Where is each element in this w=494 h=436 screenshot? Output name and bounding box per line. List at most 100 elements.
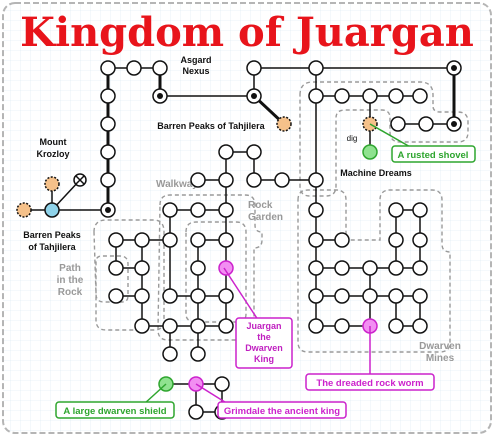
map-title: Kingdom of Juargan [20,9,474,56]
rooms [16,60,462,420]
asgard-nexus-label-2: Nexus [182,66,209,76]
room[interactable] [308,318,324,334]
grimdale-box[interactable] [217,401,347,419]
room[interactable] [308,232,324,248]
room[interactable] [334,260,350,276]
walkway-label: Walkway [156,179,198,190]
room[interactable] [134,288,150,304]
room[interactable] [362,288,378,304]
room[interactable] [190,288,206,304]
rock-garden-label-1: Rock [248,200,273,211]
grimdale-callout [195,383,229,405]
room[interactable] [308,60,324,76]
item-room[interactable] [362,144,378,160]
room[interactable] [108,288,124,304]
room[interactable] [246,60,262,76]
room[interactable] [100,144,116,160]
room[interactable] [308,88,324,104]
room-marker [251,93,257,99]
room[interactable] [190,346,206,362]
room[interactable] [362,88,378,104]
room[interactable] [418,116,434,132]
room[interactable] [190,232,206,248]
room[interactable] [388,232,404,248]
room[interactable] [162,202,178,218]
room[interactable] [388,260,404,276]
room[interactable] [100,172,116,188]
room-marker [451,65,457,71]
blocked-room[interactable] [73,173,87,187]
room[interactable] [412,318,428,334]
grimdale-text: Grimdale the ancient king [224,406,340,417]
room[interactable] [334,288,350,304]
juargan-text-2: the [257,332,271,342]
room[interactable] [308,260,324,276]
mount-krozloy-label-1: Mount [40,137,67,147]
exit-room[interactable] [276,116,292,132]
room[interactable] [126,60,142,76]
room[interactable] [388,318,404,334]
path-in-the-rock-region [93,219,165,331]
room[interactable] [218,144,234,160]
room[interactable] [134,260,150,276]
rock-worm-text: The dreaded rock worm [316,378,423,389]
start-room[interactable] [44,202,60,218]
room[interactable] [188,404,204,420]
room[interactable] [308,172,324,188]
exit-room[interactable] [44,176,60,192]
room[interactable] [412,202,428,218]
dwarven-shield-box[interactable] [55,401,175,419]
room[interactable] [218,288,234,304]
room[interactable] [152,60,168,76]
room[interactable] [162,232,178,248]
barren-peaks-north-label: Barren Peaks of Tahjilera [157,121,265,131]
dwarven-mines-region [297,189,451,353]
room[interactable] [100,116,116,132]
room[interactable] [334,318,350,334]
rusted-shovel-box[interactable] [391,145,476,163]
room[interactable] [246,144,262,160]
room[interactable] [388,88,404,104]
room[interactable] [362,260,378,276]
room[interactable] [218,232,234,248]
room[interactable] [162,346,178,362]
rock-worm-box[interactable] [305,373,435,391]
room[interactable] [108,232,124,248]
room[interactable] [308,202,324,218]
rock-garden-region [157,194,263,341]
room[interactable] [134,232,150,248]
exit-room[interactable] [16,202,32,218]
room[interactable] [308,288,324,304]
room[interactable] [274,172,290,188]
room[interactable] [218,172,234,188]
room[interactable] [334,232,350,248]
room[interactable] [190,318,206,334]
room[interactable] [390,116,406,132]
room[interactable] [218,202,234,218]
monster-room[interactable] [218,260,234,276]
room[interactable] [412,260,428,276]
room[interactable] [388,288,404,304]
room[interactable] [388,202,404,218]
room[interactable] [100,60,116,76]
rock-garden-label-2: Garden [248,212,283,223]
room[interactable] [190,260,206,276]
juargan-box[interactable] [235,317,293,369]
room[interactable] [100,88,116,104]
room[interactable] [162,318,178,334]
room[interactable] [412,288,428,304]
room[interactable] [214,376,230,392]
room[interactable] [334,88,350,104]
room[interactable] [190,172,206,188]
room[interactable] [412,88,428,104]
asgard-nexus-label-1: Asgard [180,55,211,65]
room[interactable] [108,260,124,276]
room[interactable] [218,318,234,334]
room[interactable] [190,202,206,218]
room[interactable] [246,172,262,188]
room[interactable] [134,318,150,334]
room[interactable] [162,288,178,304]
room[interactable] [412,232,428,248]
